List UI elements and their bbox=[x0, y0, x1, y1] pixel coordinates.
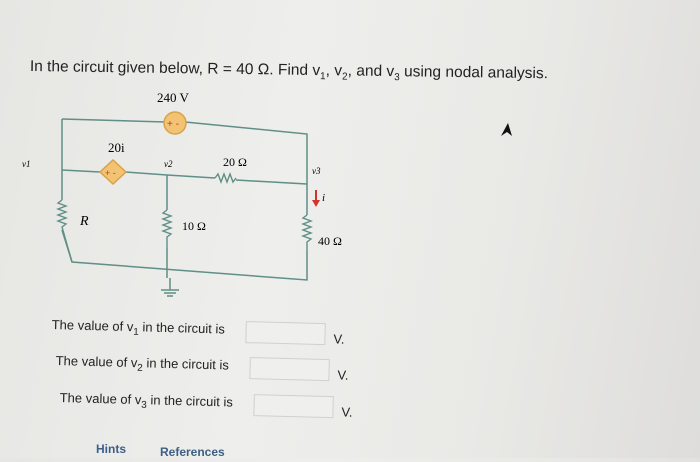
references-tab[interactable]: References bbox=[160, 445, 225, 459]
mouse-cursor-icon bbox=[501, 123, 512, 136]
svg-text:20 Ω: 20 Ω bbox=[223, 155, 247, 169]
answer-row-v2: The value of v2 in the circuit is V. bbox=[55, 353, 349, 383]
v1-input[interactable] bbox=[245, 320, 326, 345]
v3-input[interactable] bbox=[253, 393, 334, 418]
svg-text:10 Ω: 10 Ω bbox=[182, 219, 206, 233]
resistor-40 bbox=[301, 214, 313, 250]
svg-text:+ -: + - bbox=[167, 119, 179, 130]
svg-text:i: i bbox=[322, 192, 325, 204]
svg-text:v1: v1 bbox=[22, 159, 31, 169]
dependent-source-icon bbox=[98, 158, 128, 186]
hints-tab[interactable]: Hints bbox=[96, 442, 126, 456]
svg-text:v2: v2 bbox=[164, 159, 173, 169]
svg-text:+ -: + - bbox=[105, 168, 116, 178]
svg-text:v3: v3 bbox=[312, 166, 321, 176]
circuit-diagram: + - + - 240 V 20i v1 v2 v3 20 Ω R 10 Ω 4… bbox=[22, 90, 342, 297]
answer-row-v1: The value of v1 in the circuit is V. bbox=[51, 317, 345, 347]
wires bbox=[61, 118, 308, 297]
resistor-r bbox=[56, 199, 73, 263]
svg-text:40 Ω: 40 Ω bbox=[318, 234, 342, 248]
resistor-20 bbox=[214, 172, 237, 184]
v2-input[interactable] bbox=[249, 356, 330, 381]
bottom-tabs: Hints References bbox=[82, 432, 282, 462]
svg-text:R: R bbox=[79, 214, 89, 229]
answer-row-v3: The value of v3 in the circuit is V. bbox=[59, 390, 353, 420]
source-label: 240 V bbox=[157, 90, 190, 105]
svg-text:20i: 20i bbox=[108, 140, 125, 155]
voltage-source-icon bbox=[163, 111, 187, 135]
resistor-10 bbox=[161, 209, 173, 248]
